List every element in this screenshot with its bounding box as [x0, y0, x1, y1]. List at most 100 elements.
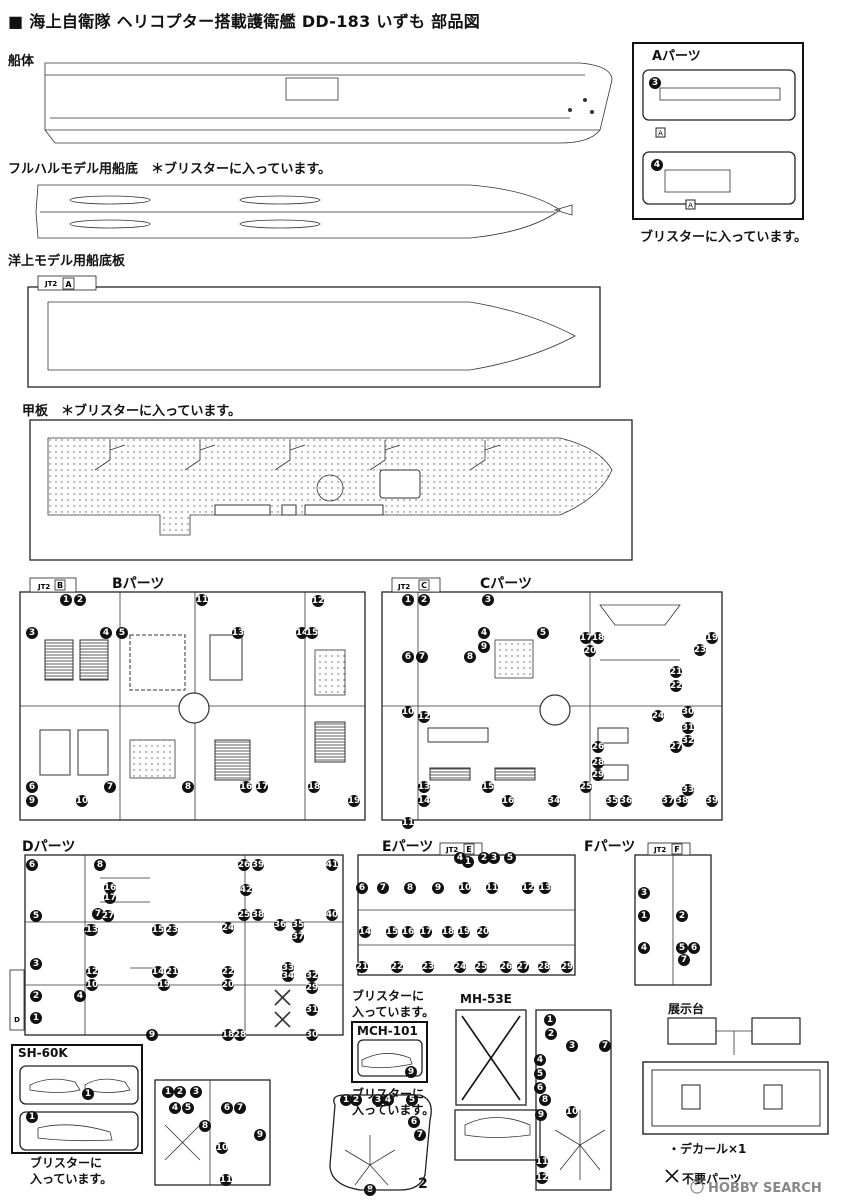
- mh53e-part-number: 3: [569, 1041, 575, 1051]
- e-part-number: 7: [380, 883, 386, 893]
- page-title: ■ 海上自衛隊 ヘリコプター搭載護衛艦 DD-183 いずも 部品図: [8, 12, 481, 31]
- b-part-number: 17: [256, 782, 269, 792]
- d-part-number: 39: [252, 860, 265, 870]
- c-part-marker: [670, 741, 682, 753]
- d-part-number: 30: [306, 1030, 319, 1040]
- sh60k_blister-part-marker: [82, 1088, 94, 1100]
- mch101_sprue-part-marker: [372, 1094, 384, 1106]
- label-b-parts: Bパーツ: [112, 576, 165, 592]
- sh60k_sprue-part-number: 7: [237, 1103, 243, 1113]
- e-part-marker: [420, 926, 432, 938]
- f-parts-sprue: JT2 F: [634, 842, 712, 986]
- e-part-marker: [359, 926, 371, 938]
- d-part-marker: [222, 979, 234, 991]
- deck-sprue: [29, 419, 633, 561]
- d-part-number: 5: [33, 911, 39, 921]
- b-part-number: 6: [29, 782, 35, 792]
- d-part-number: 42: [240, 885, 253, 895]
- label-full-hull-bottom: フルハルモデル用船底 ＊ブリスターに入っています。: [8, 162, 332, 177]
- mh53e-part-marker: [536, 1156, 548, 1168]
- mh53e-part-number: 6: [537, 1083, 543, 1093]
- d-part-number: 38: [252, 910, 265, 920]
- mch101_sprue-part-number: 6: [411, 1117, 417, 1127]
- c-part-number: 23: [694, 645, 707, 655]
- c-part-number: 2: [421, 595, 427, 605]
- mh53e-part-marker: [534, 1054, 546, 1066]
- e-part-number: 14: [359, 927, 372, 937]
- c-part-marker: [418, 594, 430, 606]
- b-part-marker: [100, 627, 112, 639]
- sh60k_sprue-part-marker: [221, 1102, 233, 1114]
- b-part-number: 8: [185, 782, 191, 792]
- d-part-marker: [292, 919, 304, 931]
- watermark-text: HOBBY SEARCH: [708, 1181, 822, 1196]
- a-parts-box: A A 3 4: [632, 42, 804, 220]
- c-part-marker: [682, 722, 694, 734]
- d-part-number: 23: [166, 925, 179, 935]
- e-part-marker: [454, 961, 466, 973]
- mh53e-part-marker: [536, 1172, 548, 1184]
- mh53e-part-marker: [534, 1082, 546, 1094]
- e-part-number: 3: [491, 853, 497, 863]
- d-part-marker: [326, 859, 338, 871]
- c-part-number: 37: [662, 796, 675, 806]
- label-unused: 不要パーツ: [682, 1172, 742, 1186]
- b-part-number: 18: [308, 782, 321, 792]
- d-part-marker: [102, 910, 114, 922]
- e-part-number: 19: [458, 927, 471, 937]
- e-part-number: 25: [475, 962, 488, 972]
- mch101_sprue-part-marker: [382, 1094, 394, 1106]
- c-part-marker: [478, 627, 490, 639]
- d-part-marker: [238, 909, 250, 921]
- d-part-number: 32: [306, 971, 319, 981]
- c-part-marker: [606, 795, 618, 807]
- d-part-number: 35: [292, 920, 305, 930]
- b-part-number: 10: [76, 796, 89, 806]
- d-part-number: 20: [222, 980, 235, 990]
- sprue-tag-d: D: [14, 1016, 20, 1024]
- d-part-marker: [158, 979, 170, 991]
- d-part-marker: [104, 892, 116, 904]
- f-part-number: 4: [641, 943, 647, 953]
- d-part-marker: [104, 882, 116, 894]
- b-part-number: 12: [312, 596, 325, 606]
- sh60k_sprue-part-marker: [216, 1142, 228, 1154]
- e-part-number: 15: [386, 927, 399, 937]
- d-part-marker: [252, 859, 264, 871]
- c-part-marker: [584, 645, 596, 657]
- f-part-number: 2: [679, 911, 685, 921]
- d-part-marker: [274, 919, 286, 931]
- page-number: 2: [418, 1176, 428, 1192]
- d-part-marker: [86, 966, 98, 978]
- sh60k_sprue-part-marker: [199, 1120, 211, 1132]
- c-part-marker: [580, 781, 592, 793]
- sprue-tag-a-wl: JT2: [44, 280, 57, 288]
- d-part-marker: [166, 924, 178, 936]
- c-part-number: 7: [419, 652, 425, 662]
- d-parts-sprue: D: [9, 854, 344, 1036]
- d-part-marker: [30, 990, 42, 1002]
- c-part-marker: [478, 641, 490, 653]
- label-e-parts: Eパーツ: [382, 839, 434, 855]
- b-part-number: 19: [348, 796, 361, 806]
- d-part-number: 9: [149, 1030, 155, 1040]
- e-part-marker: [377, 882, 389, 894]
- mch101_sprue-part-number: 4: [385, 1095, 391, 1105]
- svg-text:C: C: [421, 581, 427, 590]
- c-part-marker: [592, 632, 604, 644]
- e-part-number: 8: [407, 883, 413, 893]
- mch101_sprue-part-marker: [350, 1094, 362, 1106]
- sh60k_blister-part-number: 1: [29, 1112, 35, 1122]
- label-mch101-note: ブリスターに 入っています。: [352, 1087, 435, 1117]
- d-part-marker: [30, 1012, 42, 1024]
- d-part-number: 17: [104, 893, 117, 903]
- svg-text:E: E: [466, 845, 471, 854]
- b-part-number: 13: [232, 628, 245, 638]
- e-part-marker: [488, 852, 500, 864]
- mch101_sprue-part-number: 3: [375, 1095, 381, 1105]
- b-part-marker: [240, 781, 252, 793]
- d-part-number: 41: [326, 860, 339, 870]
- d-part-number: 25: [238, 910, 251, 920]
- watermark: HOBBY SEARCH: [690, 1180, 822, 1196]
- d-part-number: 40: [326, 910, 339, 920]
